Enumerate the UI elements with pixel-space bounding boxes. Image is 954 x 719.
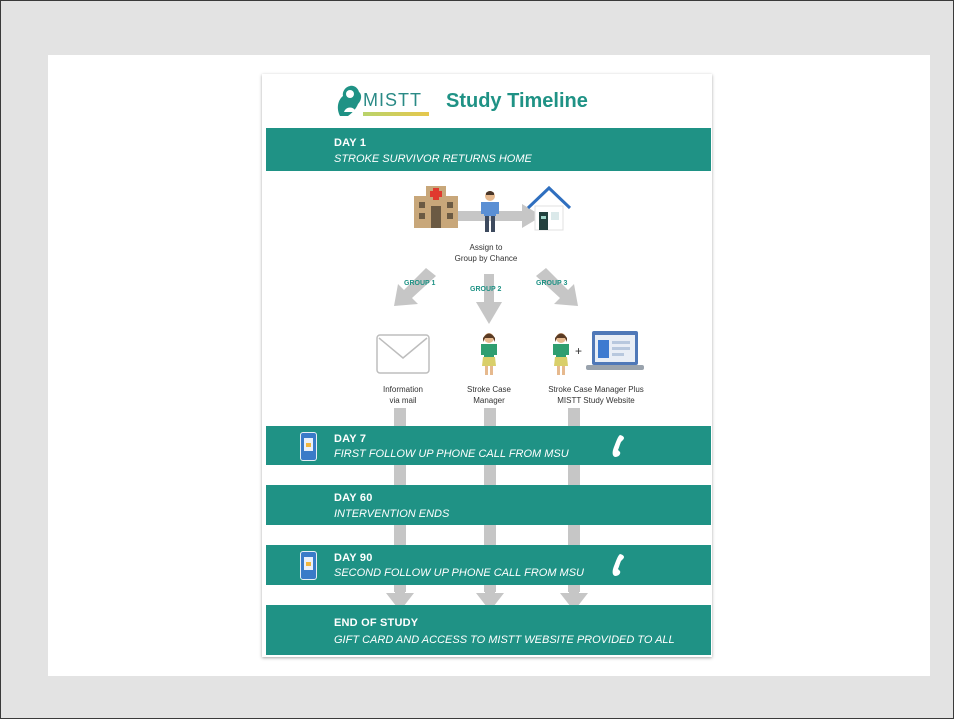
laptop-website-icon <box>586 331 644 370</box>
stroke-survivor-person-icon <box>481 191 499 232</box>
michigan-logo-icon <box>337 85 362 116</box>
group3-label: GROUP 3 <box>536 280 568 287</box>
group2-down-arrow-icon <box>476 585 504 611</box>
group2-caption-line1: Stroke Case <box>466 385 512 394</box>
group1-caption: Information via mail <box>358 384 448 406</box>
band-day60: DAY 60 INTERVENTION ENDS <box>266 485 711 525</box>
end-desc: GIFT CARD AND ACCESS TO MISTT WEBSITE PR… <box>334 634 675 646</box>
day7-label: DAY 7 <box>334 433 367 445</box>
day90-desc: SECOND FOLLOW UP PHONE CALL FROM MSU <box>334 567 584 579</box>
band-day90: DAY 90 SECOND FOLLOW UP PHONE CALL FROM … <box>266 545 711 585</box>
group1-down-arrow-icon <box>386 585 414 611</box>
group1-caption-line1: Information <box>382 385 424 394</box>
assign-text: Assign to Group by Chance <box>430 242 542 264</box>
group1-caption-line2: via mail <box>389 396 417 405</box>
day7-desc: FIRST FOLLOW UP PHONE CALL FROM MSU <box>334 448 569 460</box>
mobile-phone-icon-2 <box>300 551 317 580</box>
hospital-icon <box>414 186 458 228</box>
group2-label: GROUP 2 <box>470 286 502 293</box>
group3-caption: Stroke Case Manager Plus MISTT Study Web… <box>530 384 662 406</box>
group1-arrow-icon <box>394 268 436 306</box>
band-end-of-study: END OF STUDY GIFT CARD AND ACCESS TO MIS… <box>266 605 711 655</box>
group3-caption-line1: Stroke Case Manager Plus <box>548 385 644 394</box>
telephone-handset-icon-2 <box>612 554 624 576</box>
timeline-poster: MISTT Study Timeline DAY 1 STROKE SURVIV… <box>262 74 712 657</box>
group2-caption-line2: Manager <box>473 396 505 405</box>
day1-desc: STROKE SURVIVOR RETURNS HOME <box>334 153 532 165</box>
group3-arrow-icon <box>536 268 578 306</box>
day90-label: DAY 90 <box>334 552 373 564</box>
group2-caption: Stroke Case Manager <box>444 384 534 406</box>
group3-down-arrow-icon <box>560 585 588 611</box>
assign-line1: Assign to <box>469 243 503 252</box>
day60-desc: INTERVENTION ENDS <box>334 508 450 520</box>
group3-caption-line2: MISTT Study Website <box>557 396 635 405</box>
telephone-handset-icon <box>612 435 624 457</box>
mobile-phone-icon <box>300 432 317 461</box>
end-label: END OF STUDY <box>334 617 419 629</box>
day1-label: DAY 1 <box>334 137 367 149</box>
group2-arrow-icon <box>476 274 502 324</box>
page-title: Study Timeline <box>446 90 588 112</box>
group1-label: GROUP 1 <box>404 280 436 287</box>
home-icon <box>526 185 572 231</box>
mistt-logo-text: MISTT <box>363 90 422 110</box>
plus-sign: + <box>575 344 583 358</box>
case-manager-icon <box>481 333 497 375</box>
assign-line2: Group by Chance <box>454 254 518 263</box>
mail-envelope-icon <box>376 334 430 374</box>
logo-underline <box>363 112 429 116</box>
case-manager-icon-2 <box>553 333 569 375</box>
day60-label: DAY 60 <box>334 492 373 504</box>
band-day7: DAY 7 FIRST FOLLOW UP PHONE CALL FROM MS… <box>266 426 711 465</box>
band-day1: DAY 1 STROKE SURVIVOR RETURNS HOME <box>266 128 711 171</box>
